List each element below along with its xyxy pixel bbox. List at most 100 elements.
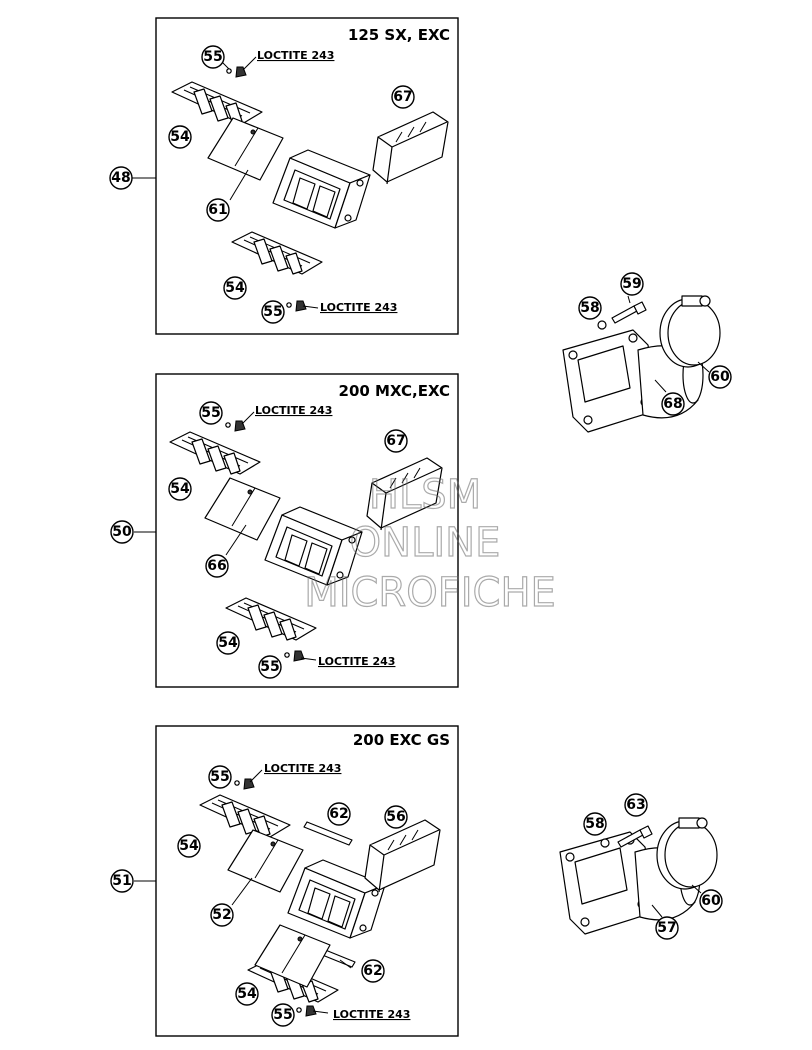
reed-petals-bottom: [225, 597, 317, 641]
callout-58: 58: [583, 812, 607, 836]
bolt: [611, 301, 647, 324]
reed-petals-top: [199, 794, 291, 838]
watermark-line2: ONLINE: [350, 520, 501, 566]
callout-67: 67: [391, 85, 415, 109]
callout-58: 58: [578, 296, 602, 320]
svg-text:62: 62: [329, 806, 348, 822]
callout-51: 51: [110, 869, 134, 893]
callout-54: 54: [216, 631, 240, 655]
reed-petals-bottom: [231, 231, 323, 275]
svg-text:66: 66: [207, 558, 226, 574]
svg-text:54: 54: [218, 635, 238, 651]
panel-frame: [155, 17, 459, 335]
reed-petals-top: [171, 81, 263, 125]
stopper: [364, 819, 441, 893]
callout-68: 68: [661, 392, 685, 416]
loctite-label-top: LOCTITE 243: [257, 49, 334, 62]
panel-title: 200 EXC GS: [353, 731, 450, 749]
callout-52: 52: [210, 903, 234, 927]
callout-61: 61: [206, 198, 230, 222]
svg-text:55: 55: [203, 49, 222, 65]
svg-text:52: 52: [212, 907, 231, 923]
callout-55: 55: [201, 45, 225, 69]
loctite-label-top: LOCTITE 243: [264, 762, 341, 775]
callout-55: 55: [261, 300, 285, 324]
svg-text:56: 56: [386, 809, 405, 825]
callout-60: 60: [699, 889, 723, 913]
callout-57: 57: [655, 916, 679, 940]
svg-text:60: 60: [701, 893, 721, 909]
svg-text:55: 55: [260, 659, 279, 675]
svg-text:59: 59: [622, 276, 641, 292]
washer: [600, 838, 610, 848]
callout-55: 55: [208, 765, 232, 789]
svg-text:51: 51: [112, 873, 131, 889]
callout-55: 55: [199, 401, 223, 425]
hose-clamp: [659, 295, 721, 368]
loctite-label-bottom: LOCTITE 243: [333, 1008, 410, 1021]
panel-125sx-exc: 125 SX, EXC LOCTITE 243 LOCTITE 243 48 5…: [109, 17, 459, 335]
callout-54: 54: [177, 834, 201, 858]
callout-48: 48: [109, 166, 133, 190]
svg-text:55: 55: [210, 769, 229, 785]
stopper: [372, 111, 449, 185]
svg-text:58: 58: [580, 300, 599, 316]
svg-text:62: 62: [363, 963, 382, 979]
svg-text:63: 63: [626, 797, 645, 813]
svg-text:54: 54: [170, 481, 190, 497]
callout-50: 50: [110, 520, 134, 544]
callout-67: 67: [384, 429, 408, 453]
loctite-label-top: LOCTITE 243: [255, 404, 332, 417]
panel-title: 200 MXC,EXC: [339, 382, 450, 400]
callout-66: 66: [205, 554, 229, 578]
panel-frame: [155, 373, 459, 688]
stopper-strip-top: [303, 821, 353, 846]
svg-text:57: 57: [657, 920, 676, 936]
watermark-line1: HLSM: [369, 472, 481, 518]
intake-assembly-upper: 58 59 60 68: [562, 272, 732, 433]
callout-62: 62: [361, 959, 385, 983]
svg-text:48: 48: [111, 170, 130, 186]
callout-60: 60: [708, 365, 732, 389]
svg-text:54: 54: [237, 986, 257, 1002]
svg-text:68: 68: [663, 396, 682, 412]
svg-text:55: 55: [201, 405, 220, 421]
svg-text:58: 58: [585, 816, 604, 832]
watermark: HLSM ONLINE MICROFICHE: [304, 471, 557, 616]
callout-63: 63: [624, 793, 648, 817]
svg-text:60: 60: [710, 369, 730, 385]
watermark-line3: MICROFICHE: [304, 570, 556, 616]
loctite-label-bottom: LOCTITE 243: [320, 301, 397, 314]
callout-54: 54: [223, 276, 247, 300]
callout-54: 54: [235, 982, 259, 1006]
callout-55: 55: [258, 655, 282, 679]
callout-62: 62: [327, 802, 351, 826]
screw-bottom: [284, 650, 305, 662]
screw-top: [226, 66, 247, 78]
callout-55: 55: [271, 1003, 295, 1027]
callout-54: 54: [168, 477, 192, 501]
callout-59: 59: [620, 272, 644, 296]
svg-text:55: 55: [273, 1007, 292, 1023]
loctite-label-bottom: LOCTITE 243: [318, 655, 395, 668]
panel-200mxc-exc: 200 MXC,EXC LOCTITE 243 LOCTITE 243 50 5…: [110, 373, 459, 688]
svg-text:61: 61: [208, 202, 227, 218]
svg-text:54: 54: [179, 838, 199, 854]
svg-text:67: 67: [386, 433, 405, 449]
screw-top: [225, 420, 246, 432]
callout-56: 56: [384, 805, 408, 829]
callout-54: 54: [168, 125, 192, 149]
svg-text:55: 55: [263, 304, 282, 320]
svg-text:67: 67: [393, 89, 412, 105]
reed-block: [272, 149, 371, 229]
intake-assembly-lower: 58 63 60 57: [559, 793, 723, 940]
washer: [597, 320, 607, 330]
panel-title: 125 SX, EXC: [348, 26, 450, 44]
gasket: [207, 117, 284, 181]
panel-200exc-gs: 200 EXC GS LOCTITE 243 LOCTITE 243 51 55…: [110, 725, 459, 1037]
reed-petals-top: [169, 431, 261, 475]
hose-clamp: [656, 817, 718, 890]
svg-text:54: 54: [170, 129, 190, 145]
svg-text:50: 50: [112, 524, 132, 540]
